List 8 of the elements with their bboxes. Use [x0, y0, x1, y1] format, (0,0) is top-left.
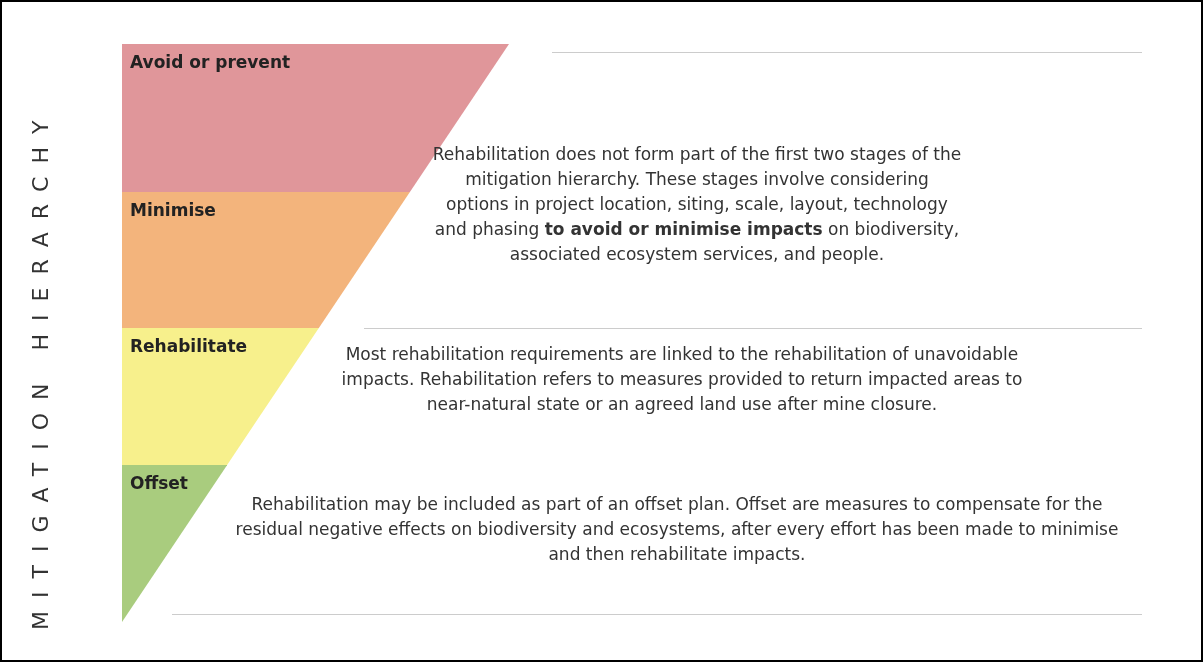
description-paragraph: Most rehabilitation requirements are linked to the rehabilitation of unavoidable impacts. Rehabilitation refers to measures provided to return impacted areas to near-natural state or an agreed land use after mine closure. — [340, 343, 1024, 416]
stage-label: Offset — [130, 473, 188, 493]
description-paragraph: Rehabilitation may be included as part of an offset plan. Offset are measures to compensate for the residual negative effects on biodiversity and ecosystems, after every effort has been made to minimise and then rehabilitate impacts. — [234, 493, 1120, 566]
stage-label: Rehabilitate — [130, 336, 248, 356]
description-paragraph: Rehabilitation does not form part of the first two stages of the mitigation hierarchy. These stages involve considering options in project location, siting, scale, layout, technology and phasing to avoid or minimise impacts on biodiversity, associated ecosystem services, and people. — [432, 143, 962, 266]
vertical-heading: MITIGATION HIERARCHY — [28, 106, 53, 630]
stage-label: Avoid or prevent — [130, 52, 291, 72]
stage-label: Minimise — [130, 200, 216, 220]
